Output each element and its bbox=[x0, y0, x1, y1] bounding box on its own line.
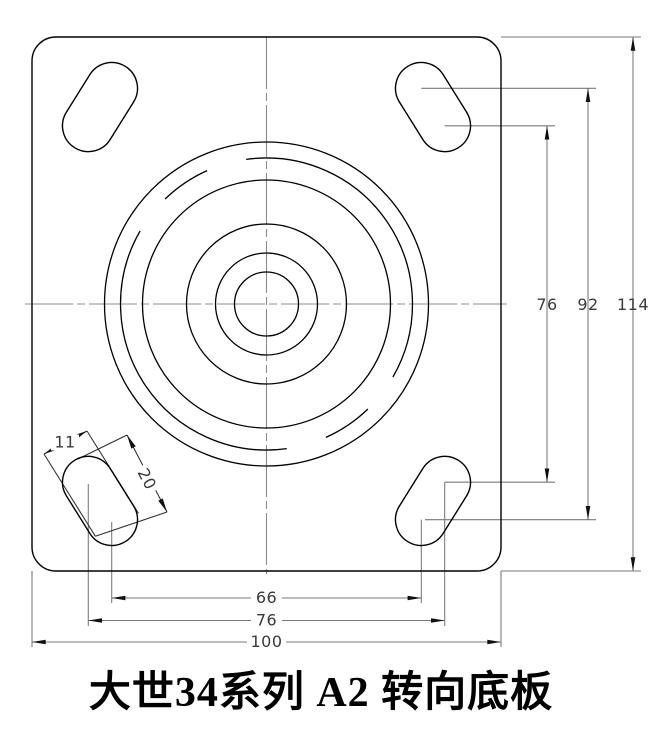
raceway-arc-nw bbox=[164, 170, 208, 200]
raceway-arc-se bbox=[325, 408, 369, 438]
dim-label-11-slot-width: 11 bbox=[54, 433, 75, 452]
dimension-labels: 76 92 114 66 76 100 11 20 bbox=[51, 295, 649, 651]
dim-label-100-horizontal: 100 bbox=[250, 632, 282, 651]
swivel-circles bbox=[103, 141, 430, 467]
arrow-92-bottom bbox=[585, 506, 591, 520]
arrow-20-top bbox=[127, 435, 136, 449]
arrow-76v-top bbox=[544, 125, 550, 140]
arrow-100-left bbox=[32, 639, 46, 645]
outer-circle bbox=[103, 141, 430, 467]
raceway-arc-ne bbox=[246, 157, 414, 378]
label-bg-11 bbox=[51, 434, 79, 451]
arrow-114-top bbox=[630, 37, 636, 51]
ext-20-b bbox=[95, 511, 168, 537]
arrow-92-top bbox=[585, 88, 591, 102]
circle-4 bbox=[141, 179, 392, 429]
drawing-title: 大世34系列 A2 转向底板 bbox=[89, 669, 553, 716]
slot-top-left bbox=[61, 61, 139, 153]
dimension-lines bbox=[32, 37, 634, 643]
dim-label-76-horizontal: 76 bbox=[256, 611, 277, 630]
rotated-label-20: 20 bbox=[133, 462, 161, 496]
arrow-76h-right bbox=[431, 618, 445, 623]
circle-2 bbox=[214, 252, 319, 356]
mounting-slots bbox=[61, 61, 472, 547]
slot-bottom-right bbox=[394, 455, 472, 547]
ext-11-a bbox=[43, 453, 96, 537]
arrow-66-left bbox=[111, 595, 126, 601]
center-crosshair bbox=[25, 37, 507, 574]
ext-20-a bbox=[77, 434, 128, 460]
raceway-arc-sw bbox=[119, 230, 287, 451]
dimension-arrows bbox=[32, 37, 636, 645]
label-bg-20 bbox=[133, 462, 161, 496]
dim-label-114-vertical: 114 bbox=[617, 295, 649, 314]
arrow-100-right bbox=[487, 639, 501, 645]
dim-label-66-horizontal: 66 bbox=[256, 588, 277, 607]
arrow-76h-left bbox=[88, 618, 102, 623]
arrow-66-right bbox=[407, 595, 422, 601]
arrow-76v-bottom bbox=[544, 468, 550, 483]
dim-label-92-vertical: 92 bbox=[577, 295, 598, 314]
label-bg-100 bbox=[247, 634, 286, 650]
circle-3 bbox=[185, 223, 348, 385]
extension-lines bbox=[31, 36, 641, 647]
arrow-114-bottom bbox=[630, 557, 636, 571]
arrow-20-bottom bbox=[158, 498, 167, 512]
dim-label-76-vertical: 76 bbox=[536, 295, 557, 314]
slot-top-right bbox=[394, 61, 472, 153]
broken-raceway-circle bbox=[119, 157, 414, 451]
slot-bottom-left bbox=[61, 455, 139, 547]
label-bg-66 bbox=[251, 590, 282, 606]
label-bg-76h bbox=[251, 613, 282, 628]
plate-outline bbox=[31, 36, 502, 572]
center-hole-circle bbox=[233, 271, 300, 337]
